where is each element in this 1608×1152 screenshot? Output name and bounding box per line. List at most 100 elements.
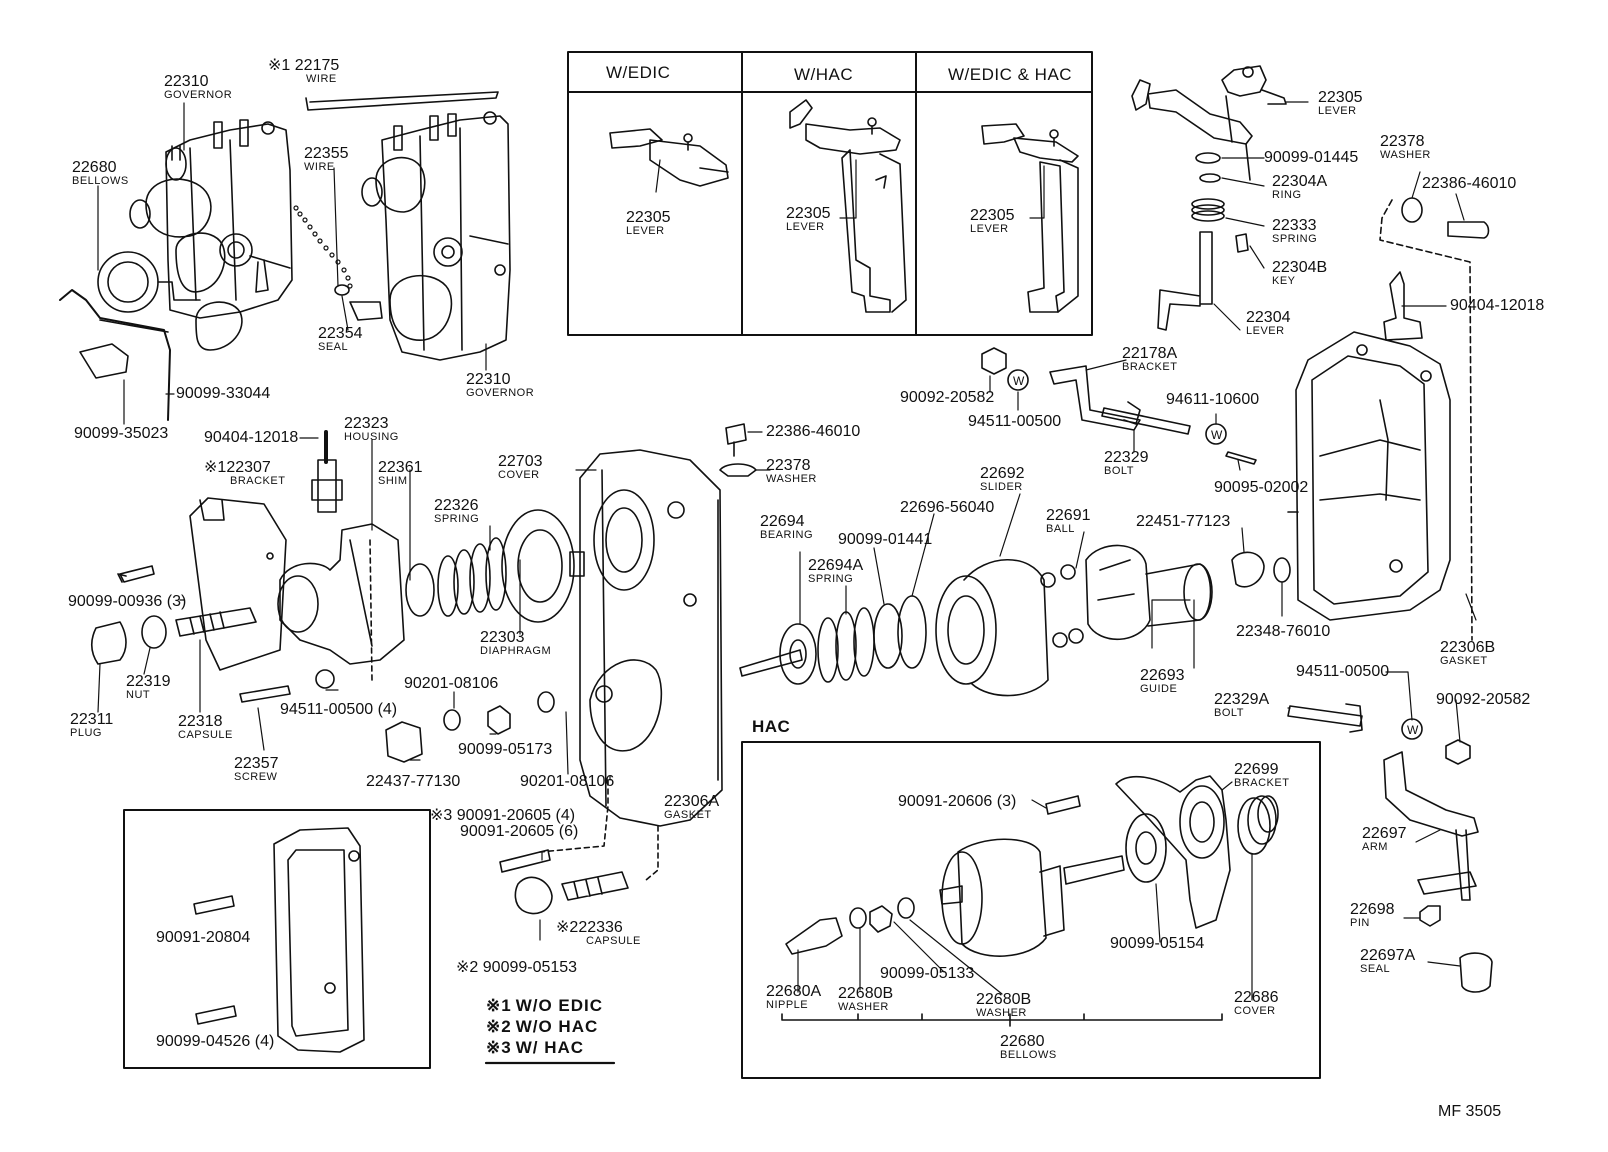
governor-assembly-right-shape — [349, 111, 511, 361]
callout-90201-08106-a: 90201-08106 — [404, 675, 499, 692]
callout-90099-05154: 90099-05154 — [1110, 935, 1205, 952]
callout-22386-46010-c: 22386-46010 — [766, 423, 861, 440]
callout-90091-20606: 90091-20606 (3) — [898, 793, 1017, 810]
guide-22693-shape — [1085, 544, 1213, 641]
washer-22378-r-shape — [1401, 197, 1423, 223]
callout-90099-01445: 90099-01445 — [1264, 149, 1359, 166]
gasket-22306B-housing-shape — [1287, 331, 1451, 621]
diaphragm-22303-shape — [501, 509, 585, 623]
header-w-edic: W/EDIC — [606, 63, 671, 82]
callout-22696-56040: 22696-56040 — [900, 499, 995, 516]
hac-box-frame — [741, 741, 1321, 1079]
slider-22692-shape — [935, 559, 1049, 697]
lever-22305-edic-shape — [609, 128, 729, 187]
dashed-guide-gasket — [539, 779, 609, 853]
dashed-guide-22361 — [369, 539, 373, 681]
lever-22305-right-shape — [1131, 65, 1287, 181]
nut-90099-05173-shape — [487, 705, 511, 735]
ring-22304A-shape — [1199, 173, 1221, 183]
pin-90095-02002-shape — [1225, 451, 1257, 465]
callout-90091-20804: 90091-20804 — [156, 929, 251, 946]
washer-90099-01445-shape — [1195, 152, 1221, 164]
bolt-90091-20606-shape — [1045, 795, 1081, 815]
callout-90099-05153: ※2 90099-05153 — [456, 959, 578, 976]
bolt-22329-shape — [1101, 401, 1191, 435]
lever-22304-shape — [1157, 231, 1213, 331]
washer-w-c-letter: W — [1013, 374, 1025, 388]
governor-assembly-left-shape — [97, 119, 293, 351]
diagram-code: MF 3505 — [1438, 1103, 1502, 1120]
dashed-guide-capsule — [645, 825, 659, 881]
nut-22319-shape — [141, 615, 167, 649]
hac-box-title: HAC — [752, 717, 791, 736]
callout-90099-35023: 90099-35023 — [74, 425, 169, 442]
callout-90091-20605-4: ※3 90091-20605 (4) — [430, 807, 576, 824]
balls-22691-shape — [1040, 564, 1084, 648]
callout-90201-08106-b: 90201-08106 — [520, 773, 615, 790]
washer-w-r-letter: W — [1407, 723, 1419, 737]
cover-22703-shape — [579, 449, 723, 827]
nipple-22680A-shape — [785, 917, 843, 955]
callout-90099-01441: 90099-01441 — [838, 531, 933, 548]
washer-22680B-1-shape — [849, 907, 867, 929]
bolt-22386-46010-r-shape — [1447, 221, 1490, 239]
screw-22357-shape — [239, 685, 291, 703]
seal-22354-shape — [334, 284, 350, 296]
washer-90099-01441-shape — [873, 603, 903, 669]
spring-22326-shape — [437, 537, 507, 617]
callout-90092-20582-r: 90092-20582 — [1436, 691, 1531, 708]
callout-94611-10600: 94611-10600 — [1166, 391, 1260, 408]
pin-22698-shape — [1419, 905, 1441, 927]
callout-22386-46010-r: 22386-46010 — [1422, 175, 1517, 192]
wire-22355-chain-shape — [293, 205, 353, 289]
w-hac-inset-frame — [123, 809, 431, 1069]
washer-w-94611-letter: W — [1211, 428, 1223, 442]
washer-w-c-shape — [1007, 369, 1029, 391]
dashed-guide-right — [1379, 199, 1473, 641]
washer-90201-08106-b-shape — [537, 691, 555, 713]
callout-90099-00936: 90099-00936 (3) — [68, 593, 187, 610]
washer-90201-08106-a-shape — [443, 709, 461, 731]
lever-22305-hac-shape — [789, 99, 907, 313]
spring-22694A-shape — [817, 607, 875, 683]
washer-94511-00500-shape — [315, 669, 335, 689]
callout-90092-20582-c: 90092-20582 — [900, 389, 995, 406]
part-22437-77130-shape — [385, 721, 423, 763]
bolt-90091-20605-shape — [499, 849, 551, 873]
bellows-bracket-lines — [781, 1013, 1223, 1027]
arm-22697-shape — [1383, 751, 1479, 837]
plug-22311-shape — [90, 621, 127, 665]
leader-lines — [97, 101, 1477, 1001]
housing-22323-shape — [277, 430, 405, 665]
part-22451-77123-shape — [1231, 551, 1265, 588]
